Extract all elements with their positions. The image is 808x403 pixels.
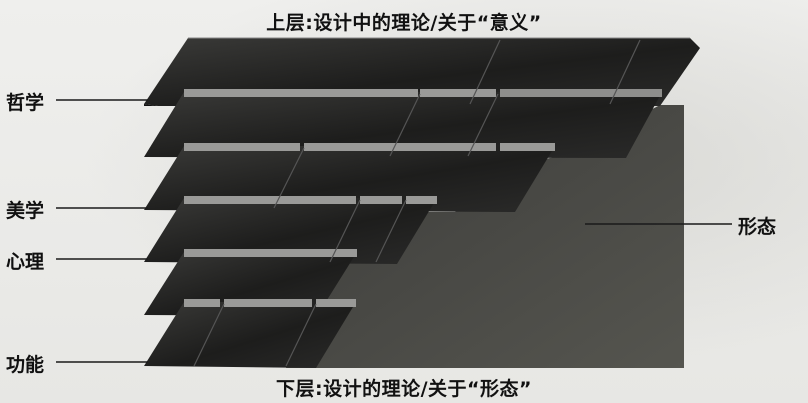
label-psychology: 心理 — [6, 251, 45, 273]
slab-edge — [360, 196, 402, 204]
label-function: 功能 — [6, 354, 45, 376]
slab-edge — [420, 89, 496, 97]
slab-edge — [184, 143, 300, 151]
layer-aesthetics-slab — [144, 196, 437, 264]
slab-edge — [184, 89, 418, 97]
bottom-caption: 下层:设计的理论/关于“形态” — [275, 378, 532, 400]
slab-edge — [406, 196, 437, 204]
form-block — [286, 105, 684, 368]
label-form: 形态 — [738, 216, 777, 238]
slab-edge — [224, 299, 312, 307]
slab-dividers — [193, 39, 641, 367]
layer-3-slab — [144, 143, 555, 212]
label-aesthetics: 美学 — [6, 200, 45, 222]
layer-function-slab — [144, 299, 356, 368]
slab-edge — [500, 143, 555, 151]
slab-edge — [184, 249, 357, 257]
top-caption: 上层:设计中的理论/关于“意义” — [266, 12, 542, 34]
label-philosophy: 哲学 — [6, 92, 45, 114]
slab-edge — [304, 143, 496, 151]
slab-edge — [316, 299, 356, 307]
leader-lines — [56, 99, 732, 363]
slab-edge — [184, 196, 356, 204]
slab-edge — [184, 299, 220, 307]
slab-edge — [500, 89, 662, 97]
layer-2-slab — [144, 89, 662, 158]
